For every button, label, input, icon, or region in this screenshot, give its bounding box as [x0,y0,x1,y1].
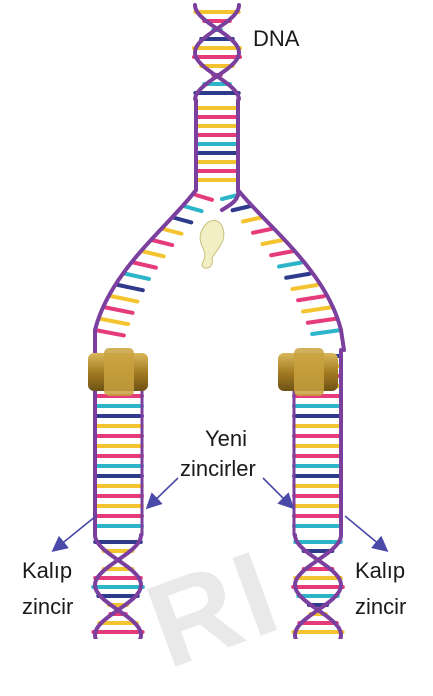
base-pair [95,330,124,335]
new-strands-label-line1: Yeni [205,428,247,450]
arrow-template-right [345,516,386,550]
backbone-strand [95,190,196,350]
base-pair [196,195,212,200]
base-pair [142,251,163,256]
base-pair [118,285,143,290]
base-pair [312,330,341,334]
arrow-new-strand-right [263,478,292,507]
template-right-label-line2: zincir [355,596,406,618]
base-pair [279,263,301,267]
base-pair [152,240,172,245]
base-pair [253,229,272,233]
base-pair [100,319,128,324]
template-left-label-line1: Kalıp [22,560,72,582]
base-pair [162,229,181,234]
base-pair [106,308,133,313]
template-left-label-line2: zincir [22,596,73,618]
dna-label: DNA [253,28,299,50]
arrow-new-strand-left [148,478,178,507]
base-pair [125,274,148,279]
base-pair [271,251,292,255]
base-pair [184,206,201,211]
new-strands-label-line2: zincirler [180,458,256,480]
base-pair [308,319,336,323]
base-pair [243,218,261,222]
polymerase-clamp-left [88,348,148,396]
base-pair [134,263,156,268]
base-pair [286,274,309,278]
base-pair [173,218,191,223]
base-pair [298,296,324,300]
polymerase-clamp-right [278,348,338,396]
base-pair [293,285,318,289]
helicase-enzyme [200,220,224,268]
base-pair [262,240,282,244]
arrow-template-left [54,516,96,550]
template-right-label-line1: Kalıp [355,560,405,582]
dna-replication-diagram [0,0,433,639]
base-pair [233,206,250,210]
base-pairs [93,12,343,632]
backbone-strand [238,190,344,350]
base-pair [303,308,330,312]
base-pair [112,296,138,301]
